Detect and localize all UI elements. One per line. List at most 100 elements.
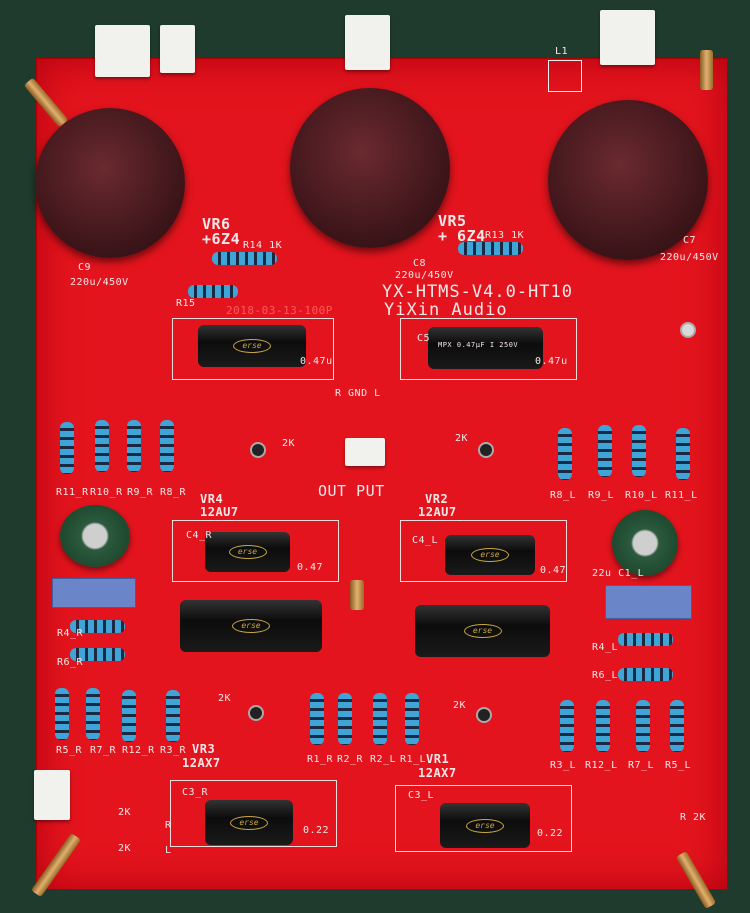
label-r12l: R12_L — [585, 760, 618, 771]
label-trim-2k: 2K — [218, 693, 232, 704]
label-r3l: R3_L — [550, 760, 577, 771]
label-c4r-value: 0.47 — [297, 562, 324, 573]
label-c8: C8 — [413, 258, 427, 269]
label-c6-value: 0.47u — [300, 356, 333, 367]
resistor-r3r — [166, 690, 180, 742]
resistor-r10r — [95, 420, 109, 472]
film-capacitor-c4r: erse — [205, 532, 290, 572]
capacitor-box-l — [605, 585, 692, 619]
capacitor-c1-r — [60, 505, 130, 567]
capacitor-c7 — [548, 100, 708, 260]
label-trim-2k: 2K — [453, 700, 467, 711]
resistor-r11l — [676, 428, 690, 480]
resistor-r13 — [458, 242, 523, 255]
resistor-r12r — [122, 690, 136, 742]
label-r10l: R10_L — [625, 490, 658, 501]
label-vr5-tube: + 6Z4 — [438, 227, 486, 245]
connector-output — [345, 438, 385, 466]
label-c4l-value: 0.47 — [540, 565, 567, 576]
label-r1r: R1_R — [307, 754, 334, 765]
label-c4l: C4_L — [412, 535, 439, 546]
tube-socket-vr4 — [250, 442, 266, 458]
resistor-r5r — [55, 688, 69, 740]
capacitor-c8 — [290, 88, 450, 248]
label-c5-value: 0.47u — [535, 356, 568, 367]
label-c3l: C3_L — [408, 790, 435, 801]
board-brand: YiXin Audio — [384, 300, 508, 320]
label-c5: C5 — [417, 333, 431, 344]
resistor-r10l — [632, 425, 646, 477]
outline-c4l — [400, 520, 567, 582]
label-vr6: VR6 — [202, 215, 231, 233]
label-vr1-tube: 12AX7 — [418, 766, 457, 780]
outline-c5 — [400, 318, 577, 380]
label-r5r: R5_R — [56, 745, 83, 756]
label-r7r: R7_R — [90, 745, 117, 756]
standoff — [700, 50, 713, 90]
resistor-r2l — [373, 693, 387, 745]
resistor-r14 — [212, 252, 277, 265]
capacitor-c1-l — [612, 510, 678, 576]
label-r2r: R2_R — [337, 754, 364, 765]
label-r6l: R6_L — [592, 670, 619, 681]
label-r9l: R9_L — [588, 490, 615, 501]
resistor-r11r — [60, 422, 74, 474]
label-vr2: VR2 — [425, 492, 449, 506]
label-c9-value: 220u/450V — [70, 277, 129, 288]
resistor-r4r — [70, 620, 125, 633]
board-title: YX-HTMS-V4.0-HT10 — [382, 282, 573, 302]
label-r3r: R3_R — [160, 745, 187, 756]
label-r11r: R11_R — [56, 487, 89, 498]
outline-c3r — [170, 780, 337, 847]
label-c3r: C3_R — [182, 787, 209, 798]
resistor-r8r — [160, 420, 174, 472]
label-c7: C7 — [683, 235, 697, 246]
label-vr3-tube: 12AX7 — [182, 756, 221, 770]
capacitor-box-r — [52, 578, 136, 608]
label-r11l: R11_L — [665, 490, 698, 501]
label-vr4: VR4 — [200, 492, 224, 506]
label-led-2k: R 2K — [680, 812, 707, 823]
resistor-r6r — [70, 648, 125, 661]
film-capacitor-c5: MPX 0.47µF I 250V — [428, 327, 543, 369]
label-vr2-tube: 12AU7 — [418, 505, 457, 519]
label-r12r: R12_R — [122, 745, 155, 756]
label-r8l: R8_L — [550, 490, 577, 501]
resistor-r8l — [558, 428, 572, 480]
resistor-r5l — [670, 700, 684, 752]
label-r9r: R9_R — [127, 487, 154, 498]
connector-top-3 — [345, 15, 390, 70]
label-r2l: R2_L — [370, 754, 397, 765]
label-r1l: R1_L — [400, 754, 427, 765]
label-c8-value: 220u/450V — [395, 270, 454, 281]
connector-input — [34, 770, 70, 820]
label-vr1: VR1 — [426, 752, 450, 766]
label-l1: L1 — [555, 46, 569, 57]
resistor-r15 — [188, 285, 238, 298]
mounting-hole — [680, 322, 696, 338]
label-r7l: R7_L — [628, 760, 655, 771]
resistor-r1r — [310, 693, 324, 745]
outline-c6 — [172, 318, 334, 380]
label-vr5: VR5 — [438, 212, 467, 230]
label-r5l: R5_L — [665, 760, 692, 771]
label-trim-2k: 2K — [282, 438, 296, 449]
label-input-2k-r: 2K — [118, 807, 132, 818]
tube-socket-vr3 — [248, 705, 264, 721]
resistor-r2r — [338, 693, 352, 745]
film-capacitor-c3l: erse — [440, 803, 530, 848]
tube-socket-vr2 — [478, 442, 494, 458]
resistor-r7l — [636, 700, 650, 752]
film-capacitor-c4l: erse — [445, 535, 535, 575]
label-vr4-tube: 12AU7 — [200, 505, 239, 519]
resistor-r4l — [618, 633, 673, 646]
outline-c3l — [395, 785, 572, 852]
film-capacitor-c2r: erse — [180, 600, 322, 652]
resistor-r3l — [560, 700, 574, 752]
label-r15: R15 — [176, 298, 196, 309]
label-input-r: R — [165, 820, 172, 831]
inductor-l1 — [548, 60, 582, 92]
label-input-2k-l: 2K — [118, 843, 132, 854]
label-r14: R14 1K — [243, 240, 283, 251]
label-c9: C9 — [78, 262, 92, 273]
